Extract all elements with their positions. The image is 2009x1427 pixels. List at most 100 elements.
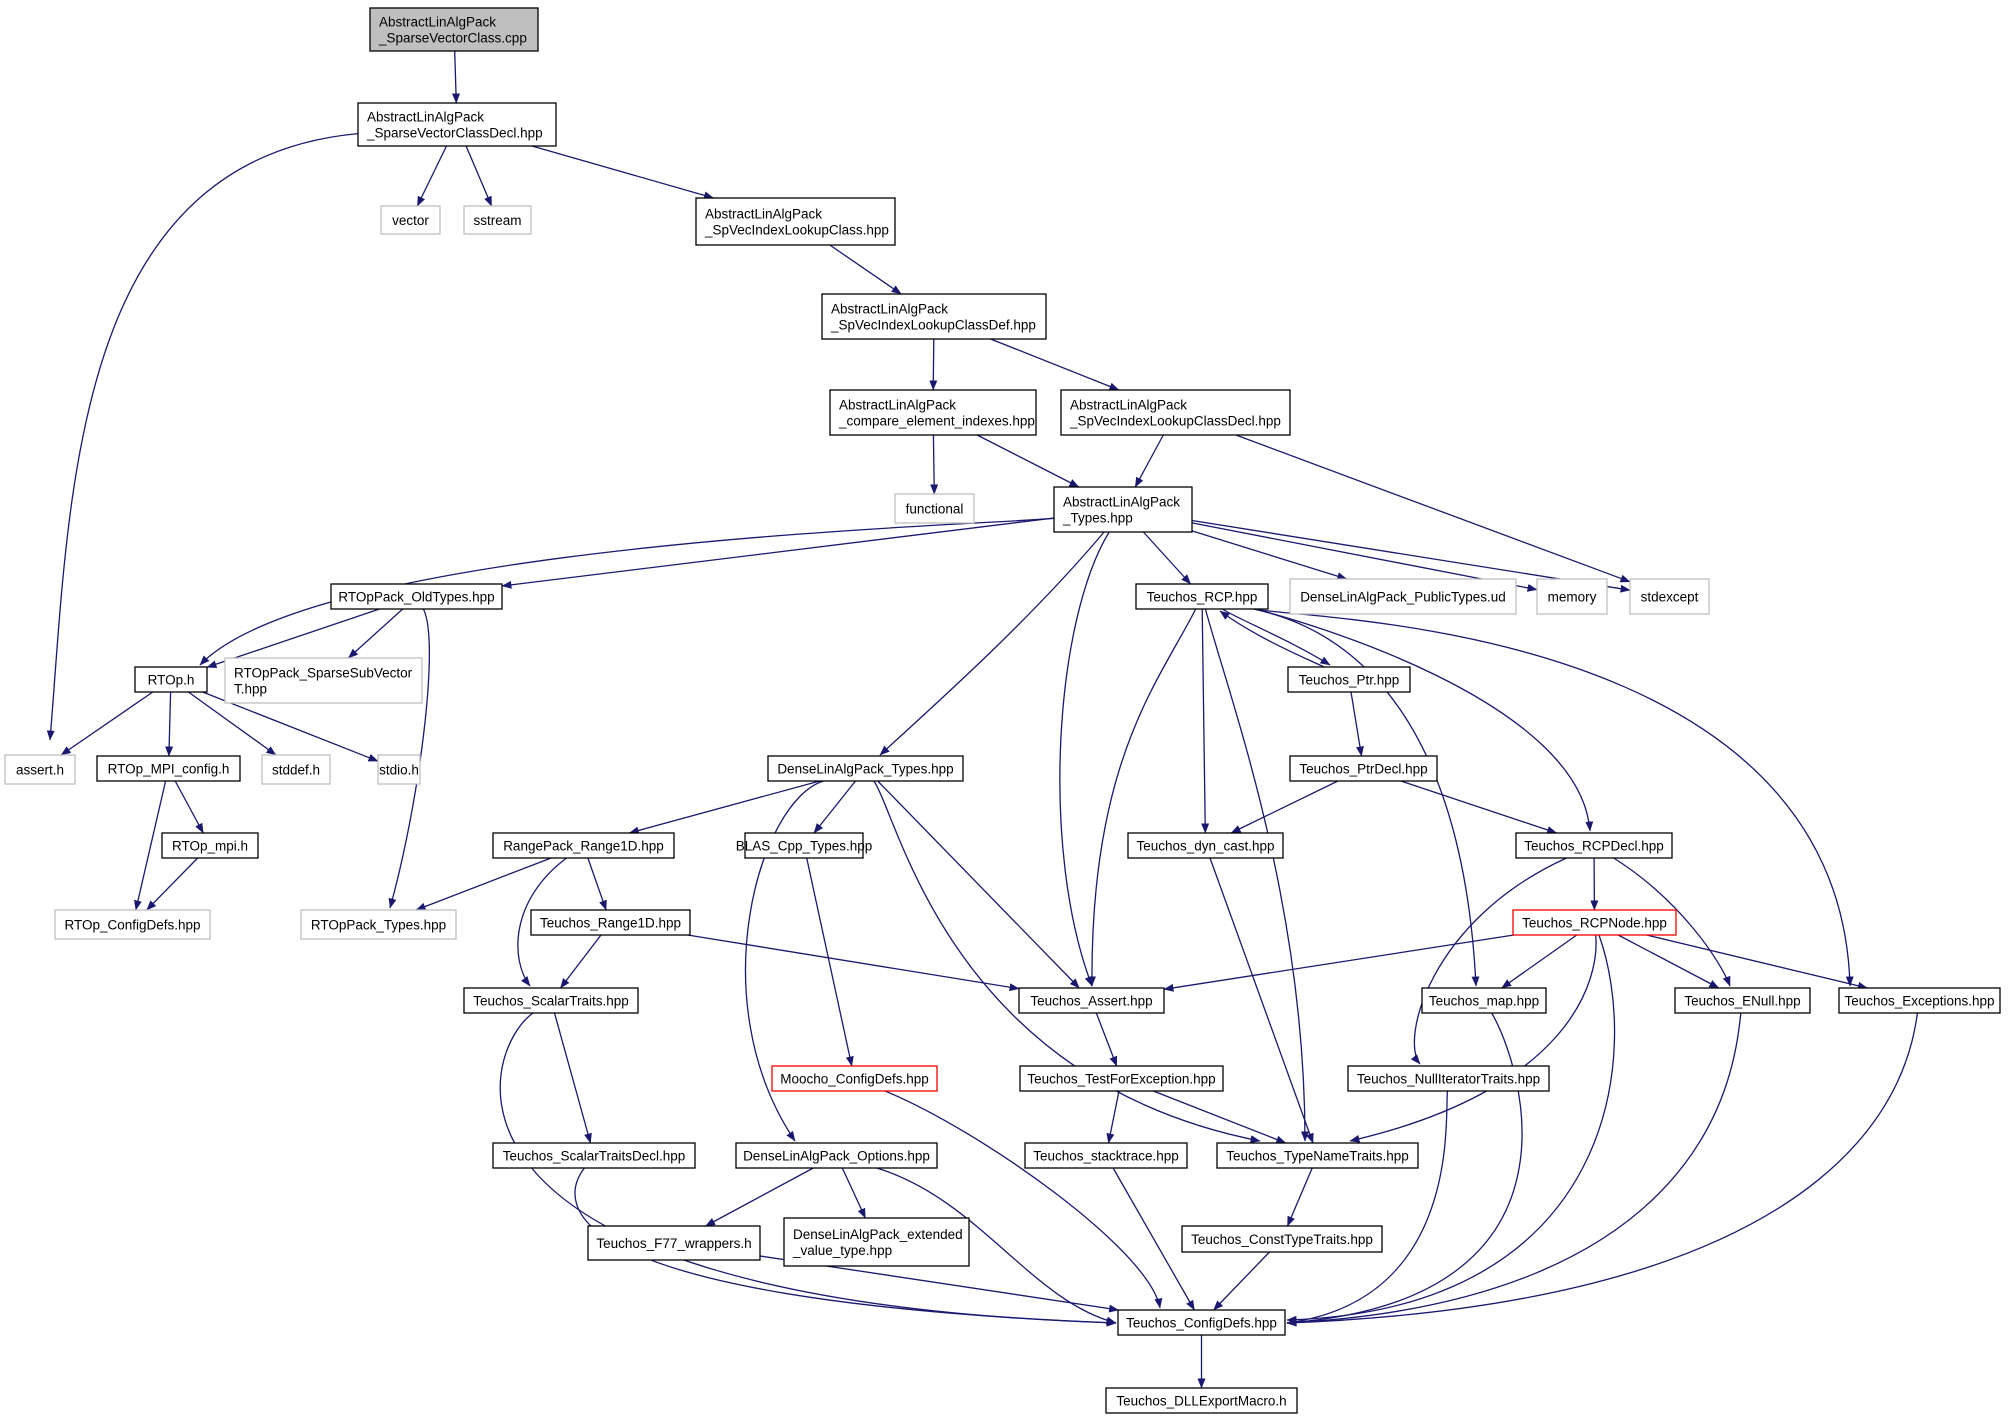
include-edge <box>416 145 448 207</box>
file-node-consttypetraits[interactable]: Teuchos_ConstTypeTraits.hpp <box>1181 1225 1383 1253</box>
file-node-configdefs[interactable]: Teuchos_ConfigDefs.hpp <box>1117 1309 1286 1336</box>
file-node-stddef: stddef.h <box>261 754 331 785</box>
include-edge <box>199 517 1055 666</box>
node-box <box>1629 578 1710 615</box>
include-edge <box>1286 1090 1449 1326</box>
include-edge <box>1112 1167 1195 1311</box>
file-node-scalartraitsdecl[interactable]: Teuchos_ScalarTraitsDecl.hpp <box>492 1142 696 1169</box>
node-box <box>300 909 457 940</box>
node-label: RTOpPack_Types.hpp <box>311 918 446 933</box>
node-label: vector <box>392 213 429 228</box>
file-node-enull[interactable]: Teuchos_ENull.hpp <box>1674 987 1811 1014</box>
include-edge <box>1613 857 1731 987</box>
file-node-rcpnode[interactable]: Teuchos_RCPNode.hpp <box>1512 909 1677 936</box>
node-label: Teuchos_F77_wrappers.h <box>596 1236 751 1251</box>
file-node-teuchosrcp[interactable]: Teuchos_RCP.hpp <box>1135 583 1269 610</box>
node-label: DenseLinAlgPack_extended <box>793 1227 963 1242</box>
file-node-exceptions[interactable]: Teuchos_Exceptions.hpp <box>1838 987 2001 1014</box>
node-label: DenseLinAlgPack_Options.hpp <box>743 1149 930 1164</box>
include-edge <box>134 780 167 911</box>
file-node-spvlcdecl[interactable]: AbstractLinAlgPack_SpVecIndexLookupClass… <box>1060 389 1291 436</box>
file-node-typenametraits[interactable]: Teuchos_TypeNameTraits.hpp <box>1216 1142 1419 1169</box>
include-edge <box>1087 608 1197 987</box>
node-box <box>54 909 211 940</box>
node-label: _compare_element_indexes.hpp <box>838 414 1035 429</box>
file-node-range1d[interactable]: Teuchos_Range1D.hpp <box>530 909 691 936</box>
include-edge <box>165 691 174 757</box>
node-box <box>829 389 1037 436</box>
node-label: Teuchos_TestForException.hpp <box>1027 1072 1215 1087</box>
file-node-memory: memory <box>1536 578 1608 615</box>
file-node-f77[interactable]: Teuchos_F77_wrappers.h <box>587 1225 761 1261</box>
node-label: Teuchos_ENull.hpp <box>1684 994 1800 1009</box>
file-node-ptr[interactable]: Teuchos_Ptr.hpp <box>1287 666 1411 693</box>
node-label: _value_type.hpp <box>792 1243 892 1258</box>
node-label: AbstractLinAlgPack <box>1070 398 1187 413</box>
node-box <box>369 7 539 52</box>
node-label: RTOp.h <box>148 673 195 688</box>
node-label: Teuchos_ScalarTraits.hpp <box>473 994 629 1009</box>
file-node-functional: functional <box>894 493 975 524</box>
file-node-range1dpack[interactable]: RangePack_Range1D.hpp <box>492 832 675 859</box>
node-box <box>492 1142 696 1169</box>
file-node-compare[interactable]: AbstractLinAlgPack_compare_element_index… <box>829 389 1037 436</box>
file-node-mpiconfig[interactable]: RTOp_MPI_config.h <box>96 755 241 782</box>
include-edge <box>587 857 607 911</box>
node-box <box>4 754 76 785</box>
node-label: Teuchos_NullIteratorTraits.hpp <box>1357 1072 1540 1087</box>
file-node-dllexport[interactable]: Teuchos_DLLExportMacro.h <box>1105 1387 1298 1414</box>
node-box <box>1536 578 1608 615</box>
node-box <box>1216 1142 1419 1169</box>
file-node-dyncast[interactable]: Teuchos_dyn_cast.hpp <box>1127 832 1284 859</box>
node-box <box>1018 987 1165 1014</box>
file-node-map[interactable]: Teuchos_map.hpp <box>1421 987 1547 1014</box>
file-node-testforexc[interactable]: Teuchos_TestForException.hpp <box>1019 1065 1224 1092</box>
file-node-dlaext[interactable]: DenseLinAlgPack_extended_value_type.hpp <box>783 1217 970 1267</box>
include-edge <box>877 780 1080 989</box>
include-edge <box>559 934 602 989</box>
file-node-stdexcept: stdexcept <box>1629 578 1710 615</box>
node-box <box>1181 1225 1383 1253</box>
node-label: Teuchos_RCP.hpp <box>1147 590 1258 605</box>
file-node-oldtypes[interactable]: RTOpPack_OldTypes.hpp <box>330 583 503 610</box>
file-node-spvlcdef[interactable]: AbstractLinAlgPack_SpVecIndexLookupClass… <box>821 293 1047 340</box>
file-node-scalartraits[interactable]: Teuchos_ScalarTraits.hpp <box>463 987 639 1014</box>
include-edge <box>1400 780 1558 834</box>
file-node-root[interactable]: AbstractLinAlgPack_SparseVectorClass.cpp <box>369 7 539 52</box>
node-label: T.hpp <box>234 682 267 697</box>
file-node-spvlc[interactable]: AbstractLinAlgPack_SpVecIndexLookupClass… <box>695 197 896 246</box>
node-label: Teuchos_ConfigDefs.hpp <box>1126 1316 1277 1331</box>
file-node-nulliter[interactable]: Teuchos_NullIteratorTraits.hpp <box>1347 1065 1550 1092</box>
include-edge <box>517 857 567 987</box>
node-label: Teuchos_Exceptions.hpp <box>1844 994 1994 1009</box>
include-edge <box>930 434 939 495</box>
node-box <box>463 205 532 235</box>
file-node-mooconfig[interactable]: Moocho_ConfigDefs.hpp <box>771 1065 938 1092</box>
include-edge <box>1106 1090 1120 1144</box>
include-edge <box>1286 1012 1523 1327</box>
include-edge <box>1286 934 1616 1324</box>
file-node-rcpdecl[interactable]: Teuchos_RCPDecl.hpp <box>1515 832 1673 859</box>
file-node-rtop[interactable]: RTOp.h <box>134 666 208 693</box>
file-node-svdecl[interactable]: AbstractLinAlgPack_SparseVectorClassDecl… <box>357 102 557 147</box>
node-box <box>1135 583 1269 610</box>
include-edge <box>188 691 277 756</box>
file-node-stacktrace[interactable]: Teuchos_stacktrace.hpp <box>1024 1142 1188 1169</box>
file-node-assert[interactable]: Teuchos_Assert.hpp <box>1018 987 1165 1014</box>
node-label: assert.h <box>16 763 64 778</box>
file-node-types[interactable]: AbstractLinAlgPack_Types.hpp <box>1053 486 1193 533</box>
node-box <box>1024 1142 1188 1169</box>
node-box <box>357 102 557 147</box>
node-box <box>1287 666 1411 693</box>
node-label: Teuchos_Assert.hpp <box>1030 994 1152 1009</box>
file-node-dlatypes[interactable]: DenseLinAlgPack_Types.hpp <box>767 755 964 782</box>
include-edge <box>1142 531 1192 585</box>
node-label: AbstractLinAlgPack <box>379 15 496 30</box>
file-node-ptrdecl[interactable]: Teuchos_PtrDecl.hpp <box>1289 755 1438 782</box>
include-edge <box>1501 934 1578 989</box>
file-node-blas[interactable]: BLAS_Cpp_Types.hpp <box>736 832 873 859</box>
file-node-dlaoptions[interactable]: DenseLinAlgPack_Options.hpp <box>735 1142 938 1169</box>
file-node-mpi[interactable]: RTOp_mpi.h <box>161 832 259 859</box>
include-edge <box>415 857 552 911</box>
node-box <box>1289 578 1517 615</box>
